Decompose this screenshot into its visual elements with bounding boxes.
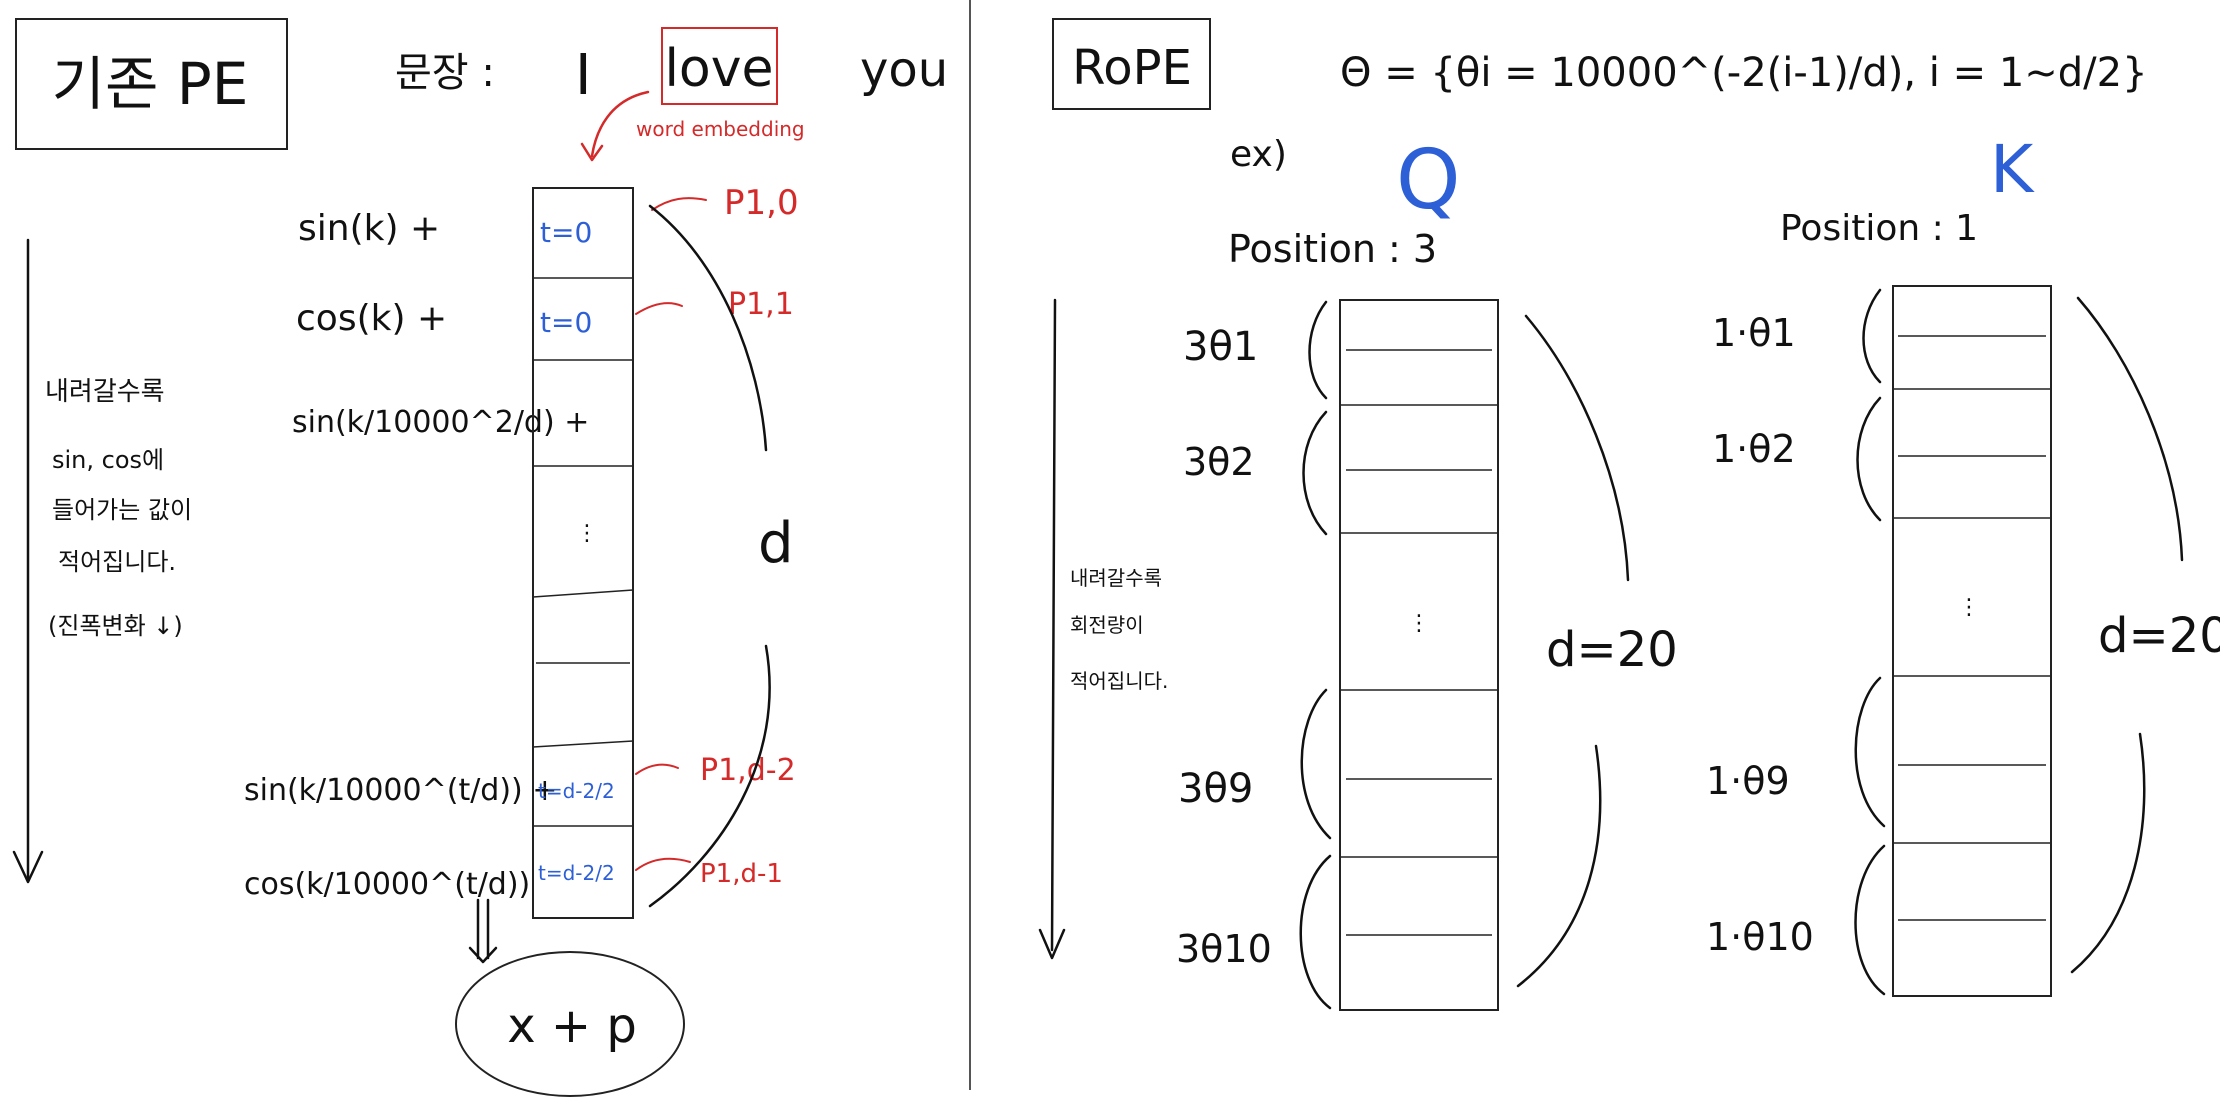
left-side-note: 내려갈수록 sin, cos에 들어가는 값이 적어집니다. (진폭변화 ↓) [45, 377, 192, 640]
q-column [1339, 299, 1499, 1011]
cell-label-3: t=d-2/2 [538, 861, 615, 885]
q-paren-3 [1300, 688, 1332, 840]
q-theta-9: 3θ9 [1178, 766, 1253, 812]
q-dim-label: d=20 [1546, 622, 1678, 678]
q-position: Position : 3 [1228, 227, 1437, 271]
left-note-line-3: 들어가는 값이 [52, 496, 192, 524]
formula-sin-k-td: sin(k/10000^(t/d)) + [244, 773, 557, 808]
formula-sin-k: sin(k) + [298, 208, 440, 249]
word-love-highlight [661, 27, 778, 105]
sentence-label: 문장 : [395, 50, 495, 96]
right-title: RoPE [1072, 40, 1192, 96]
word-love: love [664, 39, 773, 99]
right-note-line-1: 내려갈수록 [1070, 566, 1162, 590]
embedding-column [532, 187, 634, 919]
right-title-box [1052, 18, 1211, 110]
p-arrow-0 [651, 197, 707, 211]
k-column [1892, 285, 2052, 997]
cell-label-1: t=0 [540, 306, 592, 339]
embedding-arrow [590, 90, 650, 158]
q-theta-2: 3θ2 [1183, 440, 1255, 484]
left-panel: 기존 PE 문장 : I love you word embedding 내려갈… [12, 18, 948, 1097]
formula-sin-k-2d: sin(k/10000^2/d) + [292, 405, 589, 440]
p-label-2: P1,d-2 [700, 753, 796, 788]
p-arrow-1 [635, 302, 683, 315]
k-paren-2 [1856, 396, 1882, 522]
k-paren-1 [1862, 288, 1882, 384]
result-ellipse [455, 951, 685, 1097]
k-theta-9: 1·θ9 [1706, 759, 1790, 803]
column-ellipsis: ⋮ [576, 521, 598, 546]
k-d-bracket-top [2076, 296, 2184, 562]
q-theta-1: 3θ1 [1183, 324, 1258, 370]
q-paren-2 [1302, 410, 1328, 536]
q-vector: ⋮ [1339, 299, 1499, 1011]
k-paren-4 [1854, 844, 1886, 996]
k-label: K [1990, 131, 2035, 208]
cell-label-2: t=d-2/2 [538, 779, 615, 803]
q-paren-1 [1308, 300, 1328, 400]
result-arrow-head [468, 946, 498, 964]
left-note-line-5: (진폭변화 ↓) [48, 612, 183, 640]
k-ellipsis: ⋮ [1958, 595, 1980, 620]
result-text: x + p [507, 998, 637, 1054]
left-note-line-2: sin, cos에 [52, 446, 164, 474]
k-theta-1: 1·θ1 [1712, 311, 1796, 355]
formula-cos-k-td: cos(k/10000^(t/d)) [244, 867, 530, 902]
cell-label-0: t=0 [540, 216, 592, 249]
right-panel: RoPE Θ = {θi = 10000^(-2(i-1)/d), i = 1~… [1038, 18, 2220, 1011]
q-d-bracket-bottom [1516, 744, 1602, 988]
q-d-bracket-top [1524, 314, 1630, 582]
right-note-line-2: 회전량이 [1070, 613, 1144, 637]
k-d-bracket-bottom [2070, 732, 2146, 974]
example-label: ex) [1230, 134, 1287, 175]
p-label-0: P1,0 [724, 183, 799, 223]
right-down-arrow [1050, 298, 1057, 952]
q-theta-10: 3θ10 [1176, 927, 1272, 971]
formula-cos-k: cos(k) + [296, 298, 447, 339]
q-ellipsis: ⋮ [1408, 611, 1430, 636]
word-you: you [860, 42, 948, 98]
p-arrow-2 [635, 763, 679, 775]
embedding-arrow-head [580, 142, 604, 162]
column-divider-4 [532, 589, 634, 598]
d-bracket-top [648, 204, 768, 452]
left-title-box [15, 18, 288, 150]
left-down-arrow-head [12, 850, 44, 884]
k-theta-2: 1·θ2 [1712, 427, 1796, 471]
embedding-note: word embedding [636, 117, 805, 141]
k-dim-label: d=20 [2098, 608, 2220, 664]
k-position: Position : 1 [1780, 208, 1978, 249]
p-arrow-3 [635, 857, 691, 871]
q-paren-4 [1299, 854, 1332, 1010]
left-note-line-4: 적어집니다. [58, 548, 176, 576]
left-note-line-1: 내려갈수록 [45, 377, 165, 407]
right-down-arrow-head [1038, 928, 1066, 960]
column-divider-6 [532, 740, 634, 748]
word-i: I [575, 43, 592, 108]
q-label: Q [1396, 133, 1461, 228]
left-title: 기존 PE [52, 50, 249, 118]
right-note-line-3: 적어집니다. [1070, 669, 1168, 693]
k-paren-3 [1854, 676, 1886, 828]
p-label-3: P1,d-1 [700, 859, 783, 889]
k-vector: ⋮ [1892, 285, 2052, 997]
k-theta-10: 1·θ10 [1706, 915, 1814, 959]
p-label-1: P1,1 [728, 287, 794, 322]
theta-definition: Θ = {θi = 10000^(-2(i-1)/d), i = 1~d/2} [1340, 50, 2148, 96]
left-dim-label: d [758, 511, 794, 576]
d-bracket-bottom [648, 644, 771, 908]
